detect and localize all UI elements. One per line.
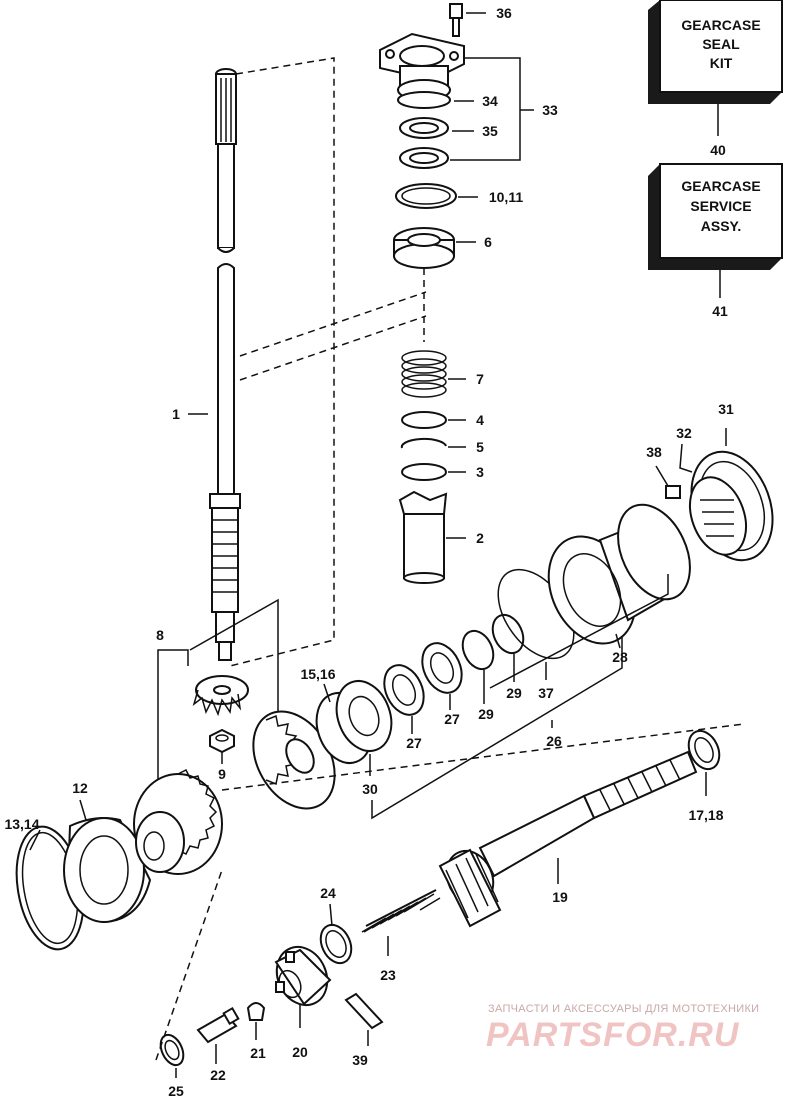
bearing-carrier-group: 27 27 29 29 37 28 26	[383, 503, 691, 751]
label-34: 34	[482, 93, 498, 109]
label-13-14: 13,14	[4, 816, 39, 832]
label-6: 6	[484, 234, 492, 250]
reverse-gear-group: 15,16 30	[252, 608, 623, 820]
label-7: 7	[476, 371, 484, 387]
label-35: 35	[482, 123, 498, 139]
label-19: 19	[552, 889, 568, 905]
label-40: 40	[710, 142, 726, 158]
label-37: 37	[538, 685, 554, 701]
label-8: 8	[156, 627, 164, 643]
label-26: 26	[546, 733, 562, 749]
label-27b: 27	[444, 711, 460, 727]
label-2: 2	[476, 530, 484, 546]
label-30: 30	[362, 781, 378, 797]
label-29a: 29	[478, 706, 494, 722]
label-24: 24	[320, 885, 336, 901]
service-assy-line1: GEARCASE	[681, 178, 760, 194]
label-25: 25	[168, 1083, 184, 1098]
service-assy-box: GEARCASE SERVICE ASSY. 41	[648, 163, 783, 319]
watermark-caption: ЗАПЧАСТИ И АКСЕССУАРЫ ДЛЯ МОТОТЕХНИКИ	[488, 1003, 759, 1015]
label-28: 28	[612, 649, 628, 665]
service-assy-line2: SERVICE	[690, 198, 751, 214]
label-33: 33	[542, 102, 558, 118]
label-32: 32	[676, 425, 692, 441]
bearing-housing-stack: 36 34 35 33 10,11 6	[379, 3, 558, 342]
pinion-assembly: 9 8	[156, 598, 279, 782]
label-27a: 27	[406, 735, 422, 751]
seal-kit-line2: SEAL	[702, 36, 740, 52]
service-assy-line3: ASSY.	[701, 218, 741, 234]
carrier-housing-group: 31 32 38	[646, 401, 774, 562]
label-23: 23	[380, 967, 396, 983]
label-39: 39	[352, 1052, 368, 1068]
label-17-18: 17,18	[688, 807, 723, 823]
label-22: 22	[210, 1067, 226, 1083]
label-38: 38	[646, 444, 662, 460]
spring-sleeve-stack: 7 4 5 3 2	[398, 350, 484, 584]
label-29b: 29	[506, 685, 522, 701]
label-15-16: 15,16	[300, 666, 335, 682]
seal-kit-box: GEARCASE SEAL KIT 40	[648, 0, 783, 158]
watermark: ЗАПЧАСТИ И АКСЕССУАРЫ ДЛЯ МОТОТЕХНИКИ PA…	[486, 1003, 759, 1054]
label-36: 36	[496, 5, 512, 21]
seal-kit-line3: KIT	[710, 55, 733, 71]
label-21: 21	[250, 1045, 266, 1061]
label-41: 41	[712, 303, 728, 319]
label-31: 31	[718, 401, 734, 417]
forward-gear-group: 13,14 12	[4, 768, 223, 951]
seal-kit-line1: GEARCASE	[681, 17, 760, 33]
propeller-shaft: 17,18 19 23 24	[221, 723, 745, 983]
label-1: 1	[172, 406, 180, 422]
label-12: 12	[72, 780, 88, 796]
label-3: 3	[476, 464, 484, 480]
watermark-brand: PARTSFOR.RU	[486, 1016, 740, 1054]
label-20: 20	[292, 1044, 308, 1060]
label-9: 9	[218, 766, 226, 782]
clutch-group: 20 39 21 22 25	[155, 869, 384, 1098]
label-4: 4	[476, 412, 484, 428]
driveshaft: 1	[172, 57, 427, 667]
label-10-11: 10,11	[489, 189, 523, 205]
label-5: 5	[476, 439, 484, 455]
